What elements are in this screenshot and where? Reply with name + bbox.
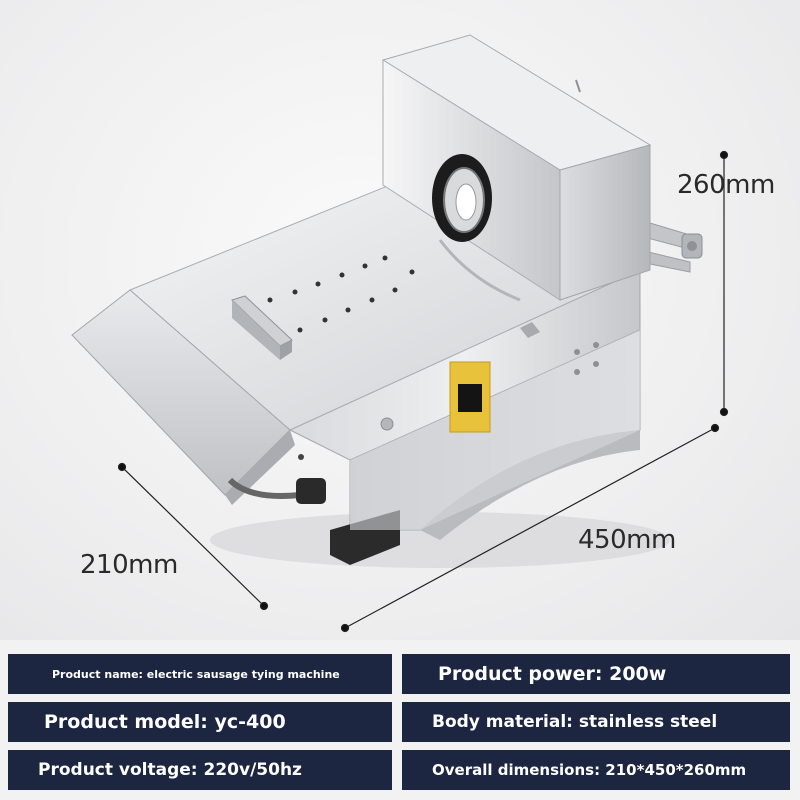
machine-illustration (71, 34, 729, 633)
dimension-lines (117, 150, 729, 633)
side-rod (639, 219, 703, 273)
length-dimension-label: 450mm (578, 525, 676, 555)
rocker-switch-icon (458, 384, 482, 412)
width-dimension-line (121, 466, 265, 607)
spec-product-model: Product model: yc-400 (8, 702, 392, 742)
table-holes (267, 255, 415, 333)
spec-product-voltage: Product voltage: 220v/50hz (8, 750, 392, 790)
power-cable (227, 454, 326, 504)
spec-product-name: Product name: electric sausage tying mac… (8, 654, 392, 694)
height-dimension-label: 260mm (677, 170, 775, 200)
head-housing (381, 34, 652, 302)
guide-bracket (231, 295, 293, 360)
spec-panel: Product name: electric sausage tying mac… (0, 648, 800, 800)
spec-body-material: Body material: stainless steel (402, 702, 790, 742)
front-panel (288, 269, 641, 530)
spec-overall-dimensions: Overall dimensions: 210*450*260mm (402, 750, 790, 790)
spec-product-power: Product power: 200w (402, 654, 790, 694)
product-photo-area: 260mm 450mm 210mm (0, 0, 800, 640)
length-dimension-line (344, 427, 716, 629)
width-dimension-label: 210mm (80, 550, 178, 580)
